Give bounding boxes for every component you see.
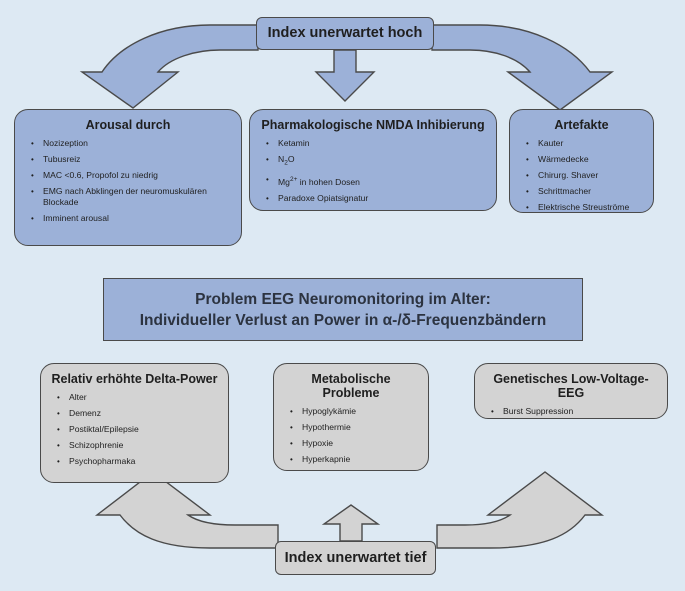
n2o-subscript: 2 — [284, 159, 288, 167]
arousal-list: Nozizeption Tubusreiz MAC <0.6, Propofol… — [25, 138, 231, 224]
top-curved-arrow-right — [431, 24, 615, 111]
list-item: Alter — [57, 392, 218, 403]
delta-title: Relativ erhöhte Delta-Power — [51, 372, 218, 386]
list-item: N2O — [266, 154, 486, 169]
delta-list: Alter Demenz Postiktal/Epilepsie Schizop… — [51, 392, 218, 467]
list-item: Demenz — [57, 408, 218, 419]
list-item: Tubusreiz — [31, 154, 231, 165]
problem-line-1: Problem EEG Neuromonitoring im Alter: — [195, 290, 491, 308]
top-down-arrow — [314, 49, 376, 102]
top-curved-arrow — [79, 24, 259, 109]
artefakte-title: Artefakte — [554, 118, 609, 132]
list-item: Ketamin — [266, 138, 486, 149]
nmda-box: Pharmakologische NMDA Inhibierung Ketami… — [249, 109, 497, 211]
genetisch-title: Genetisches Low-Voltage-EEG — [493, 372, 649, 400]
list-item: Hypoglykämie — [290, 406, 418, 417]
list-item: Hypoxie — [290, 438, 418, 449]
list-item: Wärmedecke — [526, 154, 643, 165]
list-item: Burst Suppression — [491, 406, 657, 417]
n2o-suffix: O — [287, 154, 295, 164]
bottom-curved-arrow-right — [436, 471, 605, 549]
top-label: Index unerwartet hoch — [267, 25, 423, 41]
list-item: Paradoxe Opiatsignatur — [266, 193, 486, 204]
list-item: Schizophrenie — [57, 440, 218, 451]
top-label-box: Index unerwartet hoch — [256, 17, 434, 50]
genetisch-box: Genetisches Low-Voltage-EEG Burst Suppre… — [474, 363, 668, 419]
problem-line-2: Individueller Verlust an Power in α-/δ-F… — [139, 311, 547, 329]
nmda-title: Pharmakologische NMDA Inhibierung — [261, 118, 485, 132]
artefakte-list: Kauter Wärmedecke Chirurg. Shaver Schrit… — [520, 138, 643, 213]
metabolisch-title: Metabolische Probleme — [311, 372, 391, 400]
list-item: Chirurg. Shaver — [526, 170, 643, 181]
genetisch-list: Burst Suppression — [485, 406, 657, 417]
list-item: Elektrische Streuströme — [526, 202, 643, 213]
metabolisch-list: Hypoglykämie Hypothermie Hypoxie Hyperka… — [284, 406, 418, 465]
list-item: Mg2+ in hohen Dosen — [266, 174, 486, 188]
mg-base: Mg — [278, 176, 290, 187]
bottom-label-box: Index unerwartet tief — [275, 541, 436, 575]
arousal-title: Arousal durch — [85, 118, 171, 132]
mg-suffix: in hohen Dosen — [297, 176, 360, 187]
delta-box: Relativ erhöhte Delta-Power Alter Demenz… — [40, 363, 229, 483]
list-item: Schrittmacher — [526, 186, 643, 197]
list-item: EMG nach Abklingen der neuromuskulären B… — [31, 186, 231, 208]
metabolisch-box: Metabolische Probleme Hypoglykämie Hypot… — [273, 363, 429, 471]
arousal-box: Arousal durch Nozizeption Tubusreiz MAC … — [14, 109, 242, 246]
mg-superscript: 2+ — [289, 175, 298, 183]
list-item: Nozizeption — [31, 138, 231, 149]
list-item: MAC <0.6, Propofol zu niedrig — [31, 170, 231, 181]
bottom-label: Index unerwartet tief — [284, 550, 427, 566]
artefakte-box: Artefakte Kauter Wärmedecke Chirurg. Sha… — [509, 109, 654, 213]
list-item: Kauter — [526, 138, 643, 149]
bottom-curved-arrow-left — [94, 471, 279, 549]
list-item: Postiktal/Epilepsie — [57, 424, 218, 435]
list-item: Hypothermie — [290, 422, 418, 433]
list-item: Psychopharmaka — [57, 456, 218, 467]
list-item: Imminent arousal — [31, 213, 231, 224]
list-item: Hyperkapnie — [290, 454, 418, 465]
n2o-base: N — [278, 154, 285, 164]
nmda-list: Ketamin N2O Mg2+ in hohen Dosen Paradoxe… — [260, 138, 486, 204]
bottom-up-arrow — [321, 504, 381, 542]
problem-box: Problem EEG Neuromonitoring im Alter: In… — [103, 278, 583, 341]
